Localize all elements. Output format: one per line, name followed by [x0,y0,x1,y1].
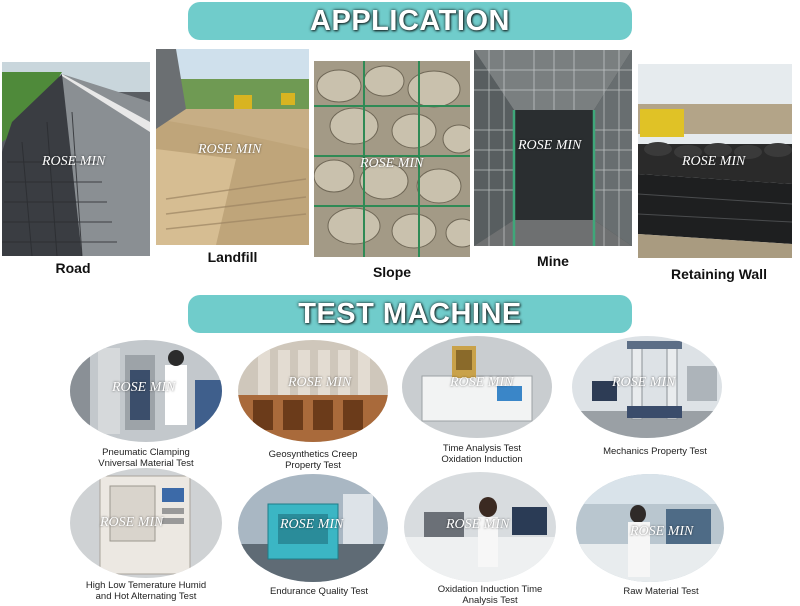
raw-material-caption: Raw Material Test [576,586,746,597]
oxidation-induction-time-caption-line1: Oxidation Induction Time [437,584,543,595]
geosynthetics-creep-watermark: ROSE MIN [288,375,352,390]
endurance-quality-watermark: ROSE MIN [280,517,344,532]
test-machine-title: TEST MACHINE [298,297,522,330]
geosynthetics-creep-caption-line1: Geosynthetics Creep [268,449,358,460]
oxidation-induction-watermark: ROSE MIN [450,375,514,390]
humid-hot-alternating-caption-line1: High Low Temerature Humid [85,580,207,591]
mechanics-property-watermark: ROSE MIN [612,375,676,390]
raw-material-caption-line1: Raw Material Test [623,586,699,597]
oxidation-induction-time-watermark: ROSE MIN [446,517,510,532]
retaining-wall-watermark: ROSE MIN [682,154,746,169]
test-machine-banner: TEST MACHINE [188,295,632,333]
mechanics-property-caption-line1: Mechanics Property Test [603,446,707,457]
road-photo [2,62,150,256]
landfill-photo [156,49,309,245]
slope-photo [314,61,470,257]
humid-hot-alternating-caption-line2: and Hot Alternating Test [95,591,197,602]
endurance-quality-caption: Endurance Quality Test [238,586,400,597]
oxidation-induction-caption: Time Analysis Test Oxidation Induction [402,443,562,465]
slope-watermark: ROSE MIN [360,156,424,171]
humid-hot-alternating-caption: High Low Temerature Humid and Hot Altern… [60,580,232,602]
road-watermark: ROSE MIN [42,154,106,169]
mechanics-property-caption: Mechanics Property Test [580,446,730,457]
slope-label: Slope [372,264,412,280]
oxidation-induction-time-caption: Oxidation Induction Time Analysis Test [404,584,576,606]
application-banner: APPLICATION [188,2,632,40]
oxidation-induction-caption-line2: Oxidation Induction [441,454,523,465]
humid-hot-alternating-watermark: ROSE MIN [100,515,164,530]
pneumatic-clamping-caption-line1: Pneumatic Clamping [102,447,190,458]
mine-watermark: ROSE MIN [518,138,582,153]
pneumatic-clamping-caption-line2: Vniversal Material Test [98,458,194,469]
pneumatic-clamping-watermark: ROSE MIN [112,380,176,395]
mine-label: Mine [537,253,569,269]
humid-hot-alternating-photo [70,468,222,578]
geosynthetics-creep-photo [238,340,388,442]
oxidation-induction-caption-line1: Time Analysis Test [442,443,522,454]
geosynthetics-creep-caption: Geosynthetics Creep Property Test [238,449,388,471]
oxidation-induction-time-photo [404,472,556,582]
oxidation-induction-photo [402,336,552,438]
landfill-label: Landfill [207,249,258,265]
raw-material-watermark: ROSE MIN [630,524,694,539]
endurance-quality-photo [238,474,388,582]
road-label: Road [55,260,91,276]
landfill-watermark: ROSE MIN [198,142,262,157]
application-title: APPLICATION [310,4,510,37]
retaining-wall-photo [638,64,792,258]
pneumatic-clamping-caption: Pneumatic Clamping Vniversal Material Te… [70,447,222,469]
geosynthetics-creep-caption-line2: Property Test [285,460,341,471]
retaining-wall-label: Retaining Wall [671,266,767,282]
oxidation-induction-time-caption-line2: Analysis Test [462,595,518,606]
mine-photo [474,50,632,246]
endurance-quality-caption-line1: Endurance Quality Test [269,586,369,597]
